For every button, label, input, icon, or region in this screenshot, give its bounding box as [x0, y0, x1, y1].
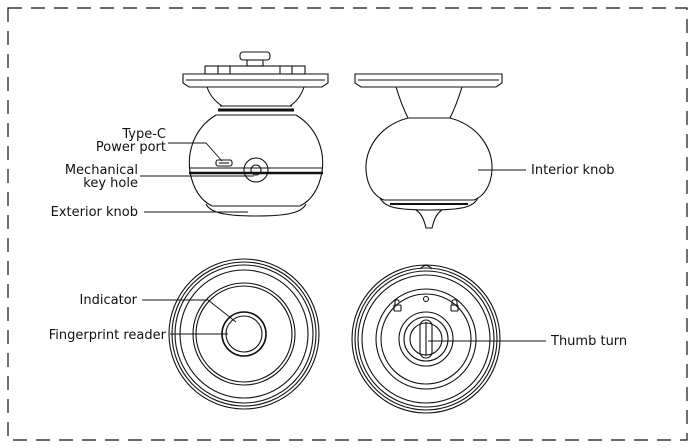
- mechanical-key-hole: [243, 157, 269, 183]
- leader-lines: [140, 142, 546, 342]
- interior-knob-label: Interior knob: [531, 163, 615, 178]
- type-c-port: [215, 159, 233, 167]
- interior-neck: [395, 86, 463, 119]
- exterior-knob-label: Exterior knob: [51, 205, 138, 220]
- thumb-turn-label: Thumb turn: [550, 334, 627, 349]
- fingerprint-reader-label: Fingerprint reader: [49, 328, 167, 343]
- mount-screw-cap: [246, 59, 264, 67]
- exterior-rose-plate: [182, 73, 329, 88]
- interior-face: [375, 288, 477, 390]
- interior-ring: [357, 270, 495, 408]
- thumb-turn-ring-inner: [403, 316, 449, 362]
- interior-ring: [361, 274, 491, 404]
- mechanical-label: Mechanical: [65, 163, 138, 178]
- interior-side-view: [354, 73, 503, 229]
- key-hole-label: key hole: [83, 176, 138, 191]
- indicator-leader: [142, 299, 237, 323]
- fingerprint-reader: [225, 315, 263, 353]
- key-hole-inner: [250, 164, 262, 176]
- interior-top-notch: [419, 264, 433, 270]
- locked-icon: [450, 299, 459, 312]
- labels: Type-C Power port Mechanical key hole Ex…: [49, 127, 627, 349]
- power-port-label: Power port: [96, 140, 166, 155]
- type-c-label: Type-C: [121, 127, 166, 142]
- mount-screw-top: [239, 51, 271, 61]
- thumb-turn-grip: [419, 319, 433, 359]
- dashed-border: [7, 7, 688, 441]
- exterior-outer-ring: [168, 258, 320, 410]
- type-c-leader: [168, 142, 223, 162]
- exterior-ball: [188, 114, 324, 207]
- thumb-turn-ring: [398, 311, 454, 367]
- unlocked-icon: [393, 299, 402, 312]
- indicator-label: Indicator: [80, 293, 138, 308]
- interior-ring: [354, 267, 498, 411]
- interior-bottom-cap: [379, 197, 479, 211]
- exterior-bottom-cap: [205, 203, 307, 217]
- fingerprint-reader-outer: [221, 311, 267, 357]
- interior-face-inner: [380, 293, 472, 385]
- interior-front-view: [351, 264, 501, 414]
- interior-rose-plate: [354, 73, 503, 88]
- interior-ball: [365, 117, 493, 201]
- status-dot-icon: [422, 295, 430, 303]
- exterior-side-view: [182, 51, 329, 217]
- thumb-turn-drop: [415, 209, 443, 229]
- mount-bracket: [204, 65, 306, 75]
- exterior-neck: [206, 86, 305, 107]
